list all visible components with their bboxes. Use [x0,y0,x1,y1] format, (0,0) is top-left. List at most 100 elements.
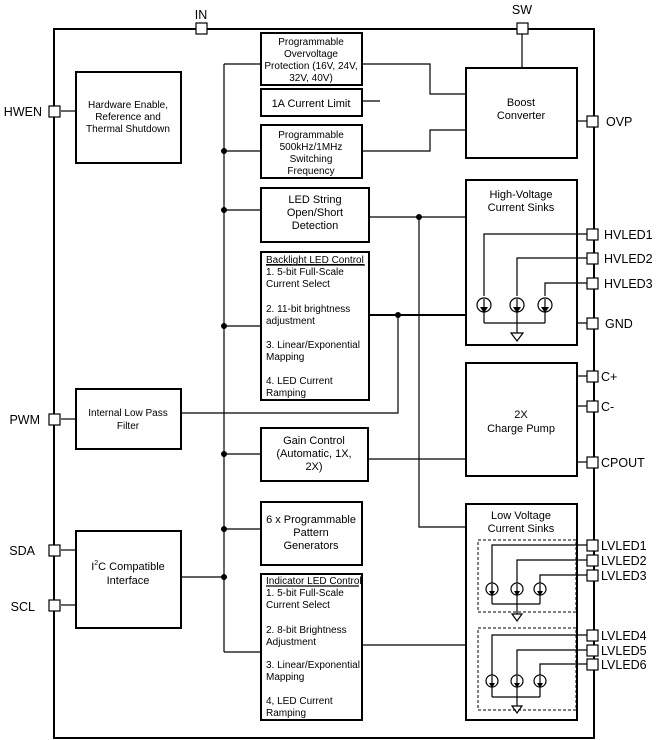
charge-pump-line2: Charge Pump [487,423,555,435]
pin-sda [48,544,61,557]
backlight-item-2a: 2. 11-bit brightness [266,304,350,315]
pin-lvled3-label: LVLED3 [601,569,647,583]
backlight-led-control-block: Backlight LED Control 1. 5-bit Full-Scal… [260,251,370,401]
backlight-item-4a: 4. LED Current [266,376,333,387]
pattern-line3: Generators [283,540,339,552]
pin-lvled2 [586,554,599,567]
hv-sink-1 [476,297,492,323]
ovp-block: Programmable Overvoltage Protection (16V… [260,32,363,86]
indicator-item-1a: 1. 5-bit Full-Scale [266,588,344,599]
i2c-line1: I2C Compatible [91,560,165,573]
backlight-item-1b: Current Select [266,279,330,290]
switching-line2: 500kHz/1MHz [280,142,343,153]
indicator-title: Indicator LED Control [266,576,362,587]
indicator-item-2b: Adjustment [266,637,316,648]
backlight-item-3b: Mapping [266,352,304,363]
switching-line4: Frequency [287,166,334,177]
pin-lvled4 [586,629,599,642]
hw-enable-line3: Thermal Shutdown [86,124,170,135]
current-limit-block: 1A Current Limit [260,88,363,117]
indicator-item-2a: 2. 8-bit Brightness [266,625,347,636]
lv-sinks-line2: Current Sinks [488,523,555,535]
hw-enable-line1: Hardware Enable, [88,100,168,111]
indicator-item-3b: Mapping [266,672,304,683]
pin-hvled3-label: HVLED3 [604,277,653,291]
hv-sinks-line2: Current Sinks [488,202,555,214]
switching-frequency-block: Programmable 500kHz/1MHz Switching Frequ… [260,124,363,179]
pin-hvled1 [586,228,599,241]
pin-sw [516,22,529,35]
pin-lvled5 [586,644,599,657]
lv-sink-4 [485,674,499,697]
pattern-line1: 6 x Programmable [266,514,356,526]
gain-control-block: Gain Control (Automatic, 1X, 2X) [260,427,369,482]
lv-sink-5 [510,674,524,697]
pin-lvled6-label: LVLED6 [601,658,647,672]
i2c-interface-block: I2C Compatible Interface [75,530,182,629]
pin-gnd-label: GND [605,317,633,331]
ovp-line4: 32V, 40V) [289,73,333,84]
hv-sink-2 [509,297,525,323]
pin-lvled5-label: LVLED5 [601,644,647,658]
led-string-line3: Detection [292,220,338,232]
pin-cpout-label: CPOUT [601,456,645,470]
pin-lvled1 [586,539,599,552]
hv-sink-3 [537,297,553,323]
ovp-line1: Programmable [278,37,344,48]
backlight-item-1a: 1. 5-bit Full-Scale [266,267,344,278]
pin-hvled3 [586,277,599,290]
backlight-item-3a: 3. Linear/Exponential [266,340,360,351]
led-string-detection-block: LED String Open/Short Detection [260,187,370,243]
i2c-line2: Interface [107,575,150,587]
backlight-item-2b: adjustment [266,316,315,327]
lpf-line2: Filter [117,421,140,432]
indicator-item-4b: Ramping [266,708,306,719]
pattern-line2: Pattern [293,527,328,539]
pins: IN SW HWEN PWM SDA SCL OVP HVLED1 HVLED2… [4,3,653,672]
boost-line2: Converter [497,110,546,122]
lv-sink-6 [533,674,547,697]
pin-hwen [48,105,61,118]
pin-hvled1-label: HVLED1 [604,228,653,242]
switching-line3: Switching [290,154,333,165]
hw-enable-line2: Reference and [95,112,161,123]
pin-sda-label: SDA [9,544,35,558]
pin-cminus [586,400,599,413]
charge-pump-block: 2X Charge Pump [465,362,578,477]
lpf-line1: Internal Low Pass [88,408,168,419]
pin-pwm-label: PWM [9,413,40,427]
pin-scl [48,599,61,612]
pin-hvled2 [586,252,599,265]
pin-scl-label: SCL [11,600,35,614]
indicator-item-3a: 3. Linear/Exponential [266,660,360,671]
pin-cpout [586,456,599,469]
pin-cplus-label: C+ [601,370,617,384]
pin-cminus-label: C- [601,400,614,414]
led-string-line2: Open/Short [287,207,343,219]
led-string-line1: LED String [288,194,341,206]
backlight-item-4b: Ramping [266,388,306,399]
hw-enable-block: Hardware Enable, Reference and Thermal S… [75,71,182,164]
pin-hwen-label: HWEN [4,105,42,119]
pin-ovp-label: OVP [606,115,632,129]
hv-ground-symbol [509,332,525,342]
gain-line3: 2X) [305,461,322,473]
low-pass-filter-block: Internal Low Pass Filter [75,388,182,450]
lv-sink-1 [485,582,499,604]
pin-lvled1-label: LVLED1 [601,539,647,553]
pin-sw-label: SW [512,3,532,17]
wiring [61,34,587,653]
pin-in-label: IN [195,8,208,22]
lv-current-sinks-block: Low Voltage Current Sinks [465,503,587,721]
hv-sinks-line1: High-Voltage [490,189,553,201]
pin-lvled4-label: LVLED4 [601,629,647,643]
indicator-item-1b: Current Select [266,600,330,611]
backlight-title: Backlight LED Control [266,255,364,266]
ovp-line3: Protection (16V, 24V, [264,61,357,72]
indicator-led-control-block: Indicator LED Control 1. 5-bit Full-Scal… [260,573,363,721]
boost-line1: Boost [507,97,535,109]
pin-in [195,22,208,35]
lv-sink-2 [510,582,524,604]
pin-gnd [586,317,599,330]
